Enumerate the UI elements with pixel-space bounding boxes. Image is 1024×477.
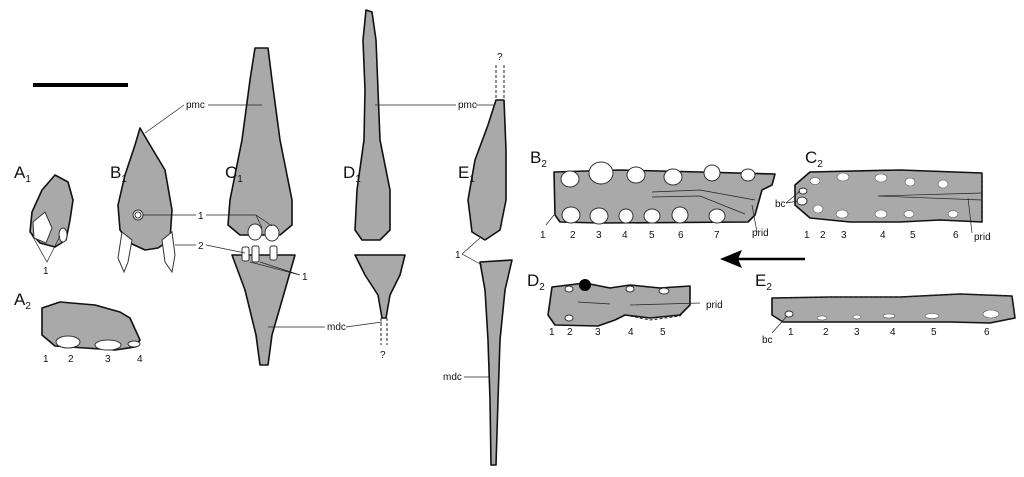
svg-text:4: 4 [628,327,634,338]
label-bc: bc [775,199,786,210]
svg-text:1: 1 [43,354,49,365]
svg-text:6: 6 [984,327,990,338]
svg-text:4: 4 [880,230,886,241]
svg-text:5: 5 [910,230,916,241]
label-bc: bc [762,335,773,346]
svg-text:3: 3 [596,230,602,241]
svg-text:4: 4 [137,354,143,365]
svg-text:1: 1 [788,327,794,338]
panel-label-d2: D2 [527,271,545,293]
tooth-numbers-c2: 1 2 3 4 5 6 [804,230,959,241]
label-unknown-e1: ? [497,52,503,63]
svg-text:1: 1 [540,230,546,241]
svg-text:3: 3 [854,327,860,338]
label-prid: prid [752,228,769,239]
leader-1 [143,214,273,229]
tooth-numbers-e2: 1 2 3 4 5 6 [788,327,990,338]
panel-label-a1: A1 [14,163,31,185]
svg-text:1: 1 [804,230,810,241]
panel-label-e1: E1 [458,163,475,185]
callout-1: 1 [43,266,49,277]
tooth-numbers-a2: 1 2 3 4 [43,354,143,365]
svg-text:5: 5 [649,230,655,241]
svg-text:3: 3 [841,230,847,241]
specimen-b2 [545,161,776,233]
svg-text:6: 6 [678,230,684,241]
specimen-b1 [117,127,176,274]
panel-label-d1: D1 [343,163,361,185]
label-prid: prid [706,300,723,311]
label-pmc: pmc [186,100,205,111]
panel-label-a2: A2 [14,290,31,312]
svg-text:6: 6 [953,230,959,241]
svg-text:2: 2 [567,327,573,338]
svg-text:2: 2 [823,327,829,338]
svg-text:3: 3 [595,327,601,338]
leader-1-lower [249,261,301,276]
callout-1: 1 [302,272,308,283]
tooth-numbers-d2: 1 2 3 4 5 [549,327,666,338]
label-unknown-d1: ? [380,350,386,361]
svg-text:2: 2 [68,354,74,365]
specimen-a1 [29,174,74,263]
specimen-e2 [771,293,1016,334]
panel-label-c1: C1 [225,163,243,185]
panel-label-b1: B1 [110,163,127,185]
specimen-d1 [354,9,406,345]
specimen-d2 [547,279,701,327]
svg-text:5: 5 [931,327,937,338]
specimen-a2 [41,301,141,351]
specimen-e1 [461,65,513,466]
svg-text:2: 2 [820,230,826,241]
svg-text:2: 2 [570,230,576,241]
panel-label-e2: E2 [755,271,772,293]
leader-mdc-d1 [345,321,383,328]
panel-label-b2: B2 [530,148,547,170]
svg-text:4: 4 [622,230,628,241]
callout-2: 2 [198,241,204,252]
label-pmc: pmc [458,100,477,111]
direction-arrow-icon [720,250,805,268]
svg-text:3: 3 [105,354,111,365]
leader-2 [175,244,246,254]
panel-label-c2: C2 [805,148,823,170]
label-mdc: mdc [327,322,346,333]
callout-1: 1 [455,250,461,261]
svg-text:7: 7 [714,230,720,241]
specimen-c1 [227,47,296,366]
svg-text:1: 1 [549,327,555,338]
callout-1: 1 [198,211,204,222]
leader-pmc-b1 [144,104,185,134]
svg-text:5: 5 [660,327,666,338]
specimen-c2 [785,169,983,234]
svg-text:4: 4 [890,327,896,338]
label-prid: prid [974,232,991,243]
label-mdc: mdc [443,372,462,383]
tooth-numbers-b2: 1 2 3 4 5 6 7 [540,230,720,241]
